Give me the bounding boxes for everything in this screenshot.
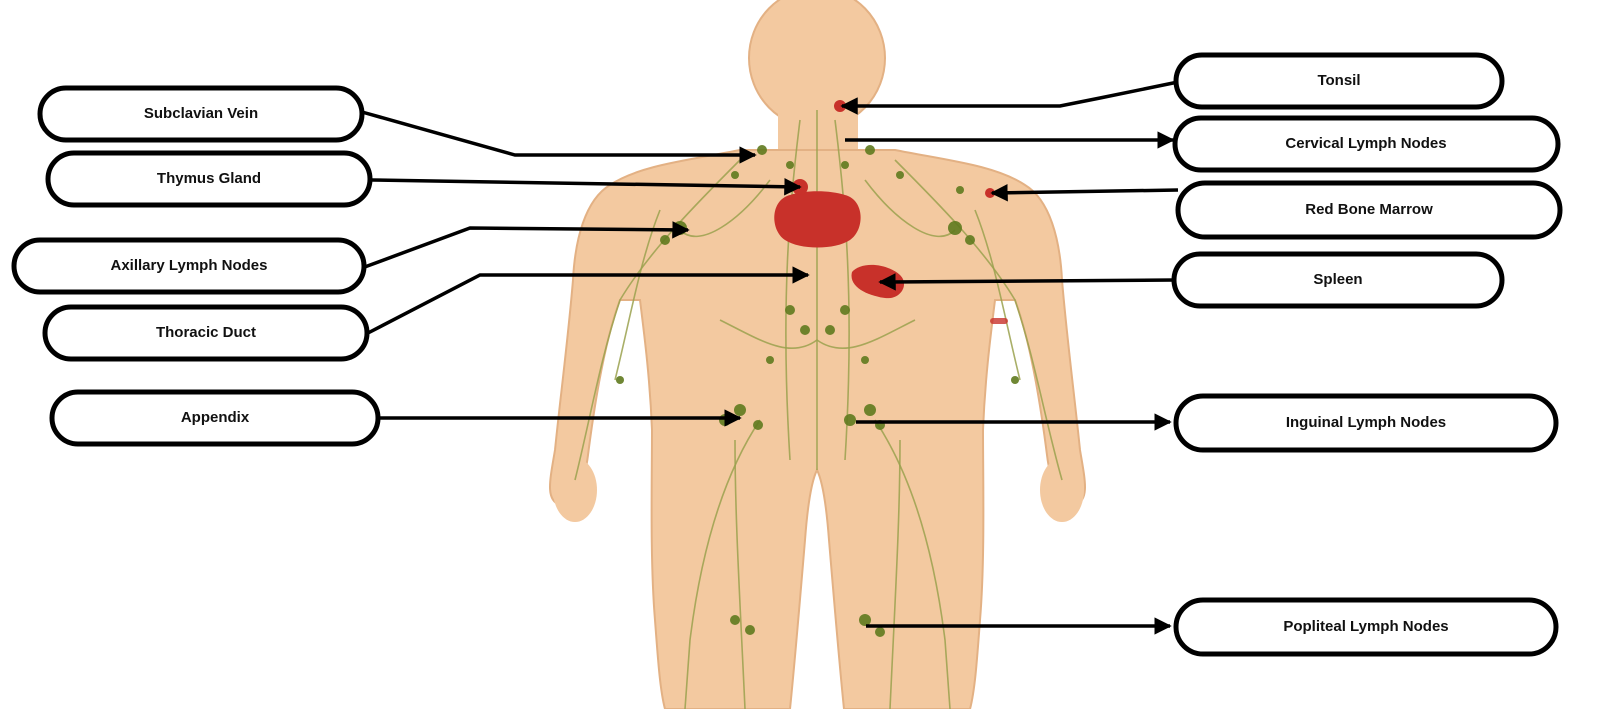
svg-text:Cervical Lymph Nodes: Cervical Lymph Nodes <box>1285 135 1446 152</box>
label-thoracic-duct: Thoracic Duct <box>45 307 367 359</box>
label-inguinal-lymph-nodes: Inguinal Lymph Nodes <box>1176 396 1556 450</box>
leader-spleen <box>880 280 1175 282</box>
label-red-bone-marrow: Red Bone Marrow <box>1178 183 1560 237</box>
left-hand <box>553 458 597 522</box>
label-popliteal-lymph-nodes: Popliteal Lymph Nodes <box>1176 600 1556 654</box>
leader-tonsil <box>842 82 1178 106</box>
label-axillary-lymph-nodes: Axillary Lymph Nodes <box>14 240 364 292</box>
svg-text:Thymus Gland: Thymus Gland <box>157 170 261 187</box>
svg-text:Axillary Lymph Nodes: Axillary Lymph Nodes <box>111 257 268 274</box>
svg-text:Tonsil: Tonsil <box>1317 72 1360 89</box>
svg-text:Appendix: Appendix <box>181 409 250 426</box>
label-appendix: Appendix <box>52 392 378 444</box>
leader-subclavian-vein <box>362 112 755 155</box>
label-subclavian-vein: Subclavian Vein <box>40 88 362 140</box>
label-tonsil: Tonsil <box>1176 55 1502 107</box>
svg-text:Popliteal Lymph Nodes: Popliteal Lymph Nodes <box>1283 618 1448 635</box>
svg-text:Inguinal Lymph Nodes: Inguinal Lymph Nodes <box>1286 414 1446 431</box>
label-thymus-gland: Thymus Gland <box>48 153 370 205</box>
label-cervical-lymph-nodes: Cervical Lymph Nodes <box>1175 118 1558 170</box>
svg-text:Red Bone Marrow: Red Bone Marrow <box>1305 201 1433 218</box>
thymus-organ <box>774 191 860 247</box>
svg-text:Spleen: Spleen <box>1313 271 1362 288</box>
right-hand <box>1040 458 1084 522</box>
label-spleen: Spleen <box>1174 254 1502 306</box>
svg-text:Thoracic Duct: Thoracic Duct <box>156 324 256 341</box>
svg-text:Subclavian Vein: Subclavian Vein <box>144 105 258 122</box>
